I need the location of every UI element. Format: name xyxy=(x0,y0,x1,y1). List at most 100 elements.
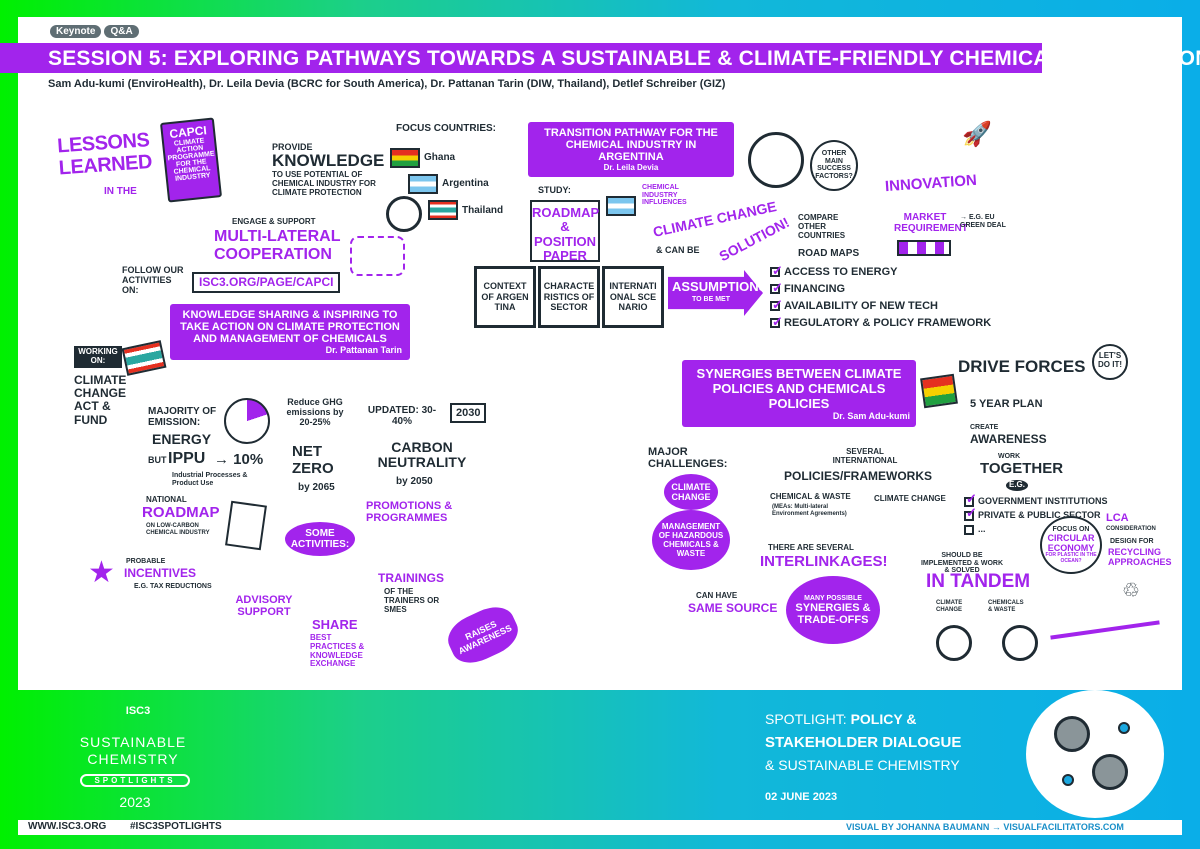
spotlights-badge: Spotlights xyxy=(80,774,190,787)
engage-label: Engage & support xyxy=(232,217,316,226)
synergies-speaker: Dr. Sam Adu-kumi xyxy=(832,411,910,421)
tandem-bike-wheel-icon xyxy=(1002,625,1038,661)
ippu-definition: Industrial Processes & Product Use xyxy=(172,472,248,487)
checklist-item: Access to Energy xyxy=(770,262,991,281)
pillar-international: International Scenario xyxy=(602,266,664,328)
tag-qa: Q&A xyxy=(104,25,139,38)
hazardous-chemicals-blob: Management of hazardous chemicals & wast… xyxy=(652,510,730,570)
market-requirement: Market requirement xyxy=(894,212,968,234)
capci-link[interactable]: ISC3.ORG/PAGE/CAPCI xyxy=(192,272,341,294)
focus-on-label: Focus on xyxy=(1052,526,1090,533)
trainings-sub: of the trainers or SMEs xyxy=(384,587,440,614)
plastic-ocean-label: for plastic in the ocean? xyxy=(1045,552,1097,564)
lca-label: LCA xyxy=(1106,512,1129,524)
carbon-neutrality-year: by 2050 xyxy=(396,476,433,487)
page-title: SESSION 5: EXPLORING PATHWAYS TOWARDS A … xyxy=(48,47,1200,70)
argentina-speaker: Dr. Leila Devia xyxy=(603,163,659,172)
website-link[interactable]: www.isc3.org xyxy=(28,821,107,832)
drive-forces: Drive Forces xyxy=(958,357,1086,376)
tandem-bike-wheel-icon xyxy=(936,625,972,661)
together-label: Government Institutions xyxy=(978,496,1108,506)
lets-do-it-bubble: Let's do it! xyxy=(1092,344,1128,380)
to-be-met-label: to be met xyxy=(692,296,730,303)
same-source: Same Source xyxy=(688,601,778,615)
ghana-flag-icon xyxy=(390,148,420,168)
together-label: Together xyxy=(980,460,1064,477)
can-have-label: Can have xyxy=(696,591,738,600)
checkbox-checked-icon xyxy=(770,296,783,313)
in-the: in the xyxy=(104,186,137,197)
reduce-ghg: Reduce GHG emissions by 20-25% xyxy=(286,397,344,427)
checklist-label: Regulatory & Policy Framework xyxy=(784,317,992,329)
create-label: Create xyxy=(970,424,999,431)
thailand-header-title: Knowledge Sharing & Inspiring to Take Ac… xyxy=(180,309,400,345)
isc3-logo: ISC3 xyxy=(125,705,151,717)
chemical-waste-label: Chemical & Waste xyxy=(770,492,851,501)
synergies-header: Synergies between Climate Policies and C… xyxy=(682,360,916,427)
spotlight-line-2: Stakeholder Dialogue xyxy=(765,734,962,751)
meas-label: (MEAs: Multi-lateral Environment Agreeme… xyxy=(772,504,847,517)
influences-label: Chemical industry influences xyxy=(642,184,687,207)
visual-credit[interactable]: Visual by Johanna Baumann → visualfacili… xyxy=(846,822,1124,832)
footer-strip xyxy=(18,820,1182,835)
design-for-label: Design for xyxy=(1110,538,1154,545)
argentina-flag-icon xyxy=(606,196,636,216)
checklist-label: Availability of New Tech xyxy=(784,300,938,312)
climate-change-blob: Climate Change xyxy=(664,474,718,510)
country-ghana: Ghana xyxy=(424,152,456,163)
spotlight-topic: Policy & xyxy=(850,711,917,727)
checklist-label: Access to Energy xyxy=(784,266,898,278)
rocket-icon: 🚀 xyxy=(962,121,992,148)
compare-label: Compare other countries xyxy=(798,213,846,240)
title-bar: SESSION 5: EXPLORING PATHWAYS TOWARDS A … xyxy=(0,43,1200,73)
eg-label: e.g. xyxy=(1006,480,1029,491)
knowledge-label: Knowledge xyxy=(272,151,385,170)
should-be-implemented: Should be implemented & work & solved xyxy=(920,552,1004,575)
thailand-flag-icon xyxy=(428,200,458,220)
incentives-sub: e.g. tax reductions xyxy=(134,583,212,590)
together-list: Government Institutions Private & Public… xyxy=(964,492,1108,536)
thailand-header: Knowledge Sharing & Inspiring to Take Ac… xyxy=(170,304,410,360)
checkbox-checked-icon xyxy=(964,506,977,521)
together-item: Private & Public Sector xyxy=(964,506,1108,522)
major-challenges: Major challenges: xyxy=(648,446,728,471)
argentina-flag-icon xyxy=(408,174,438,194)
ippu-percent: → 10% xyxy=(214,451,264,468)
capci-book: CAPCI Climate Action Programme for the C… xyxy=(159,117,223,203)
bolivia-flag-icon xyxy=(920,373,958,409)
lca-sub: consideration xyxy=(1106,526,1156,532)
share-label: Share xyxy=(312,617,358,632)
incentives-label: Incentives xyxy=(124,566,197,580)
some-activities-bubble: Some Activities: xyxy=(285,522,355,556)
person-icon xyxy=(1092,754,1128,790)
synergies-tradeoffs: Synergies & Trade-offs xyxy=(795,601,871,626)
spotlight-line-3: & Sustainable Chemistry xyxy=(765,757,960,773)
argentina-header-title: Transition Pathway for the Chemical Indu… xyxy=(544,127,718,163)
spotlight-line-1: Spotlight: Policy & xyxy=(765,711,916,727)
recycle-icon: ♲ xyxy=(1122,580,1140,602)
node-icon xyxy=(1062,774,1074,786)
net-zero: Net Zero xyxy=(292,443,334,477)
checklist-item: Availability of New Tech xyxy=(770,296,991,315)
probable-label: Probable xyxy=(126,558,166,565)
argentina-header: Transition Pathway for the Chemical Indu… xyxy=(528,122,734,177)
several-international: Several International xyxy=(832,447,898,465)
in-tandem: In Tandem xyxy=(926,571,1031,592)
tag-keynote: Keynote xyxy=(50,25,102,38)
circular-economy-label: Circular Economy xyxy=(1047,532,1095,553)
bike-climate-label: Climate Change xyxy=(936,600,963,613)
thailand-speaker: Dr. Pattanan Tarin xyxy=(325,345,402,355)
synergies-blob: Many possible Synergies & Trade-offs xyxy=(786,576,880,644)
checklist-item: Financing xyxy=(770,279,991,298)
roadmap-position-paper: Roadmap & Position Paper xyxy=(530,200,600,263)
brand-year: 2023 xyxy=(119,794,151,810)
national-label: National xyxy=(146,495,187,504)
trainings-label: Trainings xyxy=(378,571,444,585)
interlinkages-label: Interlinkages! xyxy=(760,553,888,570)
ippu-label: IPPU xyxy=(168,450,206,467)
knowledge-sub: to use potential of chemical industry fo… xyxy=(272,170,376,197)
hashtag: #isc3spotlights xyxy=(130,821,222,832)
lessons-learned: Lessons Learned xyxy=(56,129,153,180)
year-2030-calendar: 2030 xyxy=(450,403,487,424)
